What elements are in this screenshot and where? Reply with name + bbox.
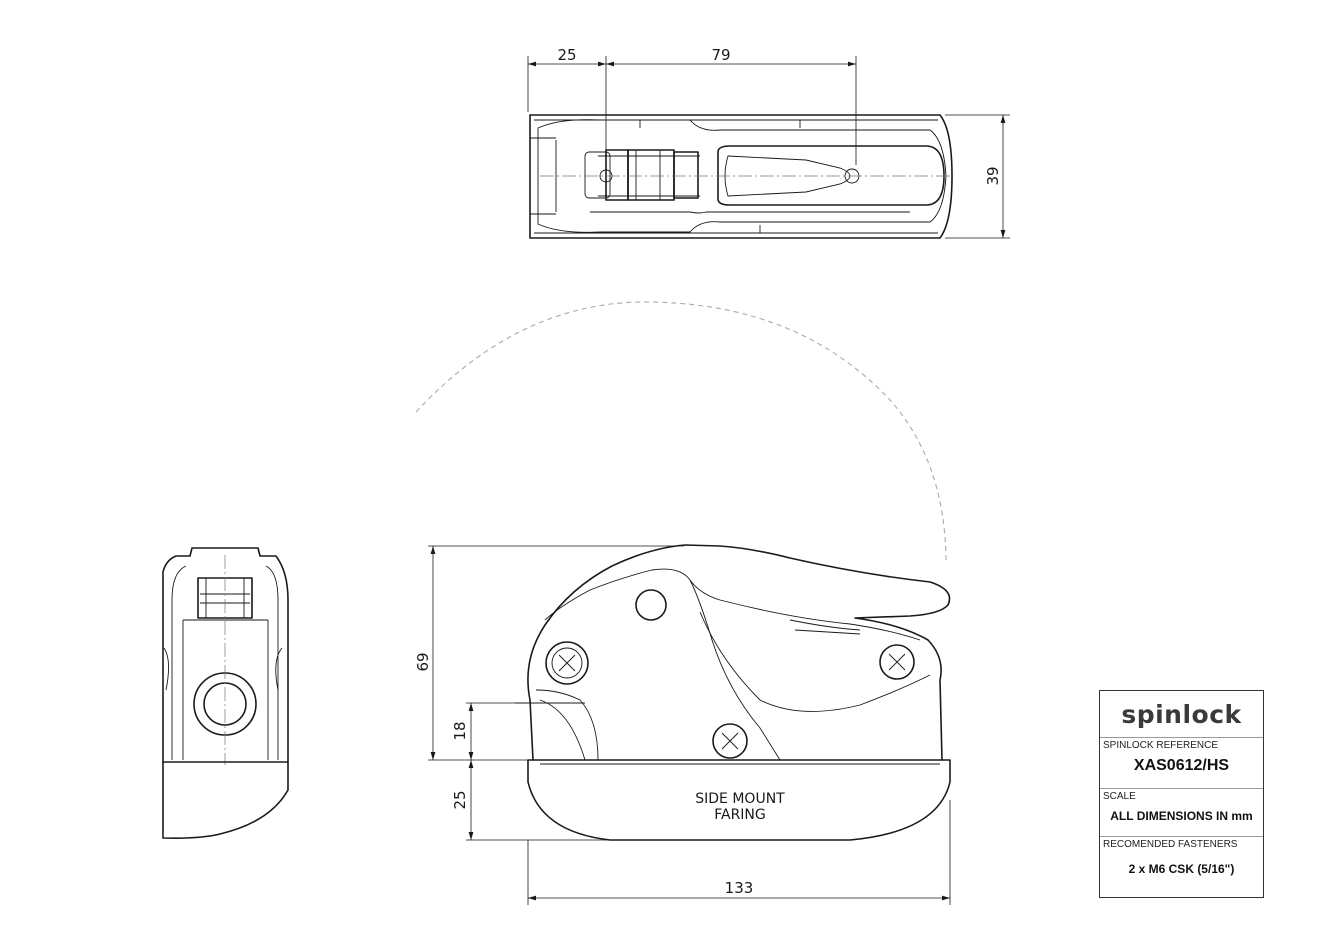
- dim-side-height: 69: [414, 652, 432, 671]
- side-view-dimensions: 69 18 25 133: [414, 545, 951, 905]
- scale-label: SCALE: [1103, 791, 1136, 802]
- side-view: SIDE MOUNT FARING: [415, 301, 951, 841]
- faring-label-line1: SIDE MOUNT: [695, 791, 785, 807]
- screw-bottom: [712, 723, 748, 759]
- fasteners-label: RECOMENDED FASTENERS: [1103, 839, 1238, 850]
- top-view: [529, 114, 953, 239]
- dim-top-right: 79: [711, 46, 730, 64]
- title-block: spinlock SPINLOCK REFERENCE XAS0612/HS S…: [1099, 690, 1264, 898]
- dim-top-height: 39: [984, 166, 1002, 185]
- top-view-dimensions: 25 79 39: [527, 46, 1010, 239]
- end-view: [162, 547, 289, 839]
- side-mount-faring: [527, 759, 951, 841]
- dim-top-left: 25: [557, 46, 576, 64]
- scale-value: ALL DIMENSIONS IN mm: [1110, 809, 1253, 823]
- reference-label: SPINLOCK REFERENCE: [1103, 740, 1219, 751]
- reference-row: SPINLOCK REFERENCE XAS0612/HS: [1100, 738, 1263, 789]
- fasteners-row: RECOMENDED FASTENERS 2 x M6 CSK (5/16"): [1100, 837, 1263, 898]
- scale-row: SCALE ALL DIMENSIONS IN mm: [1100, 789, 1263, 837]
- spinlock-logo: spinlock: [1100, 691, 1263, 738]
- screw-right: [879, 644, 915, 680]
- dim-side-base: 25: [451, 790, 469, 809]
- dim-side-length: 133: [725, 879, 754, 897]
- handle-swing-arc: [415, 301, 947, 561]
- faring-label-line2: FARING: [714, 807, 766, 823]
- reference-value: XAS0612/HS: [1133, 757, 1230, 774]
- fasteners-value: 2 x M6 CSK (5/16"): [1128, 862, 1235, 876]
- screw-left: [545, 641, 589, 685]
- dim-side-cleat: 18: [451, 721, 469, 740]
